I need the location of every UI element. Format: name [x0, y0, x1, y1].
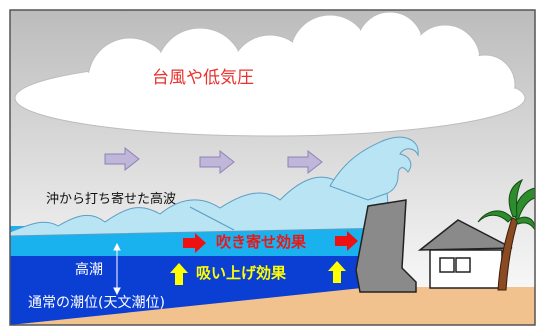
- cloud-icon: [14, 11, 526, 137]
- suction-arrows: [170, 261, 346, 285]
- arrow-up-icon: [170, 263, 188, 285]
- tree-icon: [477, 178, 536, 291]
- wind-setup-label: 吹き寄せ効果: [216, 233, 307, 251]
- wind-arrow-icon: [104, 146, 140, 172]
- wind-arrows: [104, 146, 323, 175]
- surge-height-marker: [113, 242, 121, 296]
- wind-arrow-icon: [287, 149, 323, 175]
- storm-surge-label: 高潮: [75, 262, 103, 278]
- diagram-frame: [9, 9, 536, 326]
- wind-setup-arrows: [183, 231, 358, 253]
- high-waves-label: 沖から打ち寄せた高波: [46, 192, 177, 207]
- house-icon: [417, 219, 513, 289]
- arrow-right-icon: [335, 231, 358, 251]
- ground: [10, 287, 535, 325]
- seawall-icon: [355, 199, 417, 293]
- wind-arrow-icon: [199, 149, 235, 175]
- sea-normal-tide: [10, 254, 390, 325]
- arrow-up-icon: [328, 261, 346, 283]
- typhoon-label: 台風や低気圧: [152, 68, 254, 88]
- arrow-right-icon: [183, 233, 206, 253]
- suction-effect-label: 吸い上げ効果: [196, 264, 287, 282]
- normal-tide-label: 通常の潮位(天文潮位): [28, 295, 165, 311]
- waves-pointer: [189, 206, 235, 231]
- wave-crest: [329, 136, 419, 201]
